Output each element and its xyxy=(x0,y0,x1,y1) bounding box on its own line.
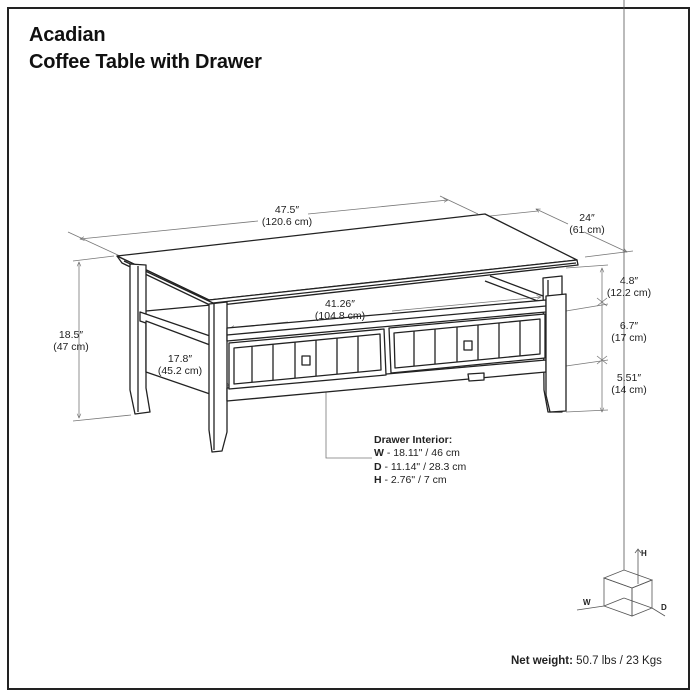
axis-label-width: W xyxy=(583,598,591,607)
drawer-width-value: - 18.11" / 46 cm xyxy=(383,447,460,460)
drawer-height-cm: (17 cm) xyxy=(611,332,647,344)
depth-cm: (61 cm) xyxy=(569,224,605,236)
width-inches: 47.5″ xyxy=(274,204,300,216)
height-cm: (47 cm) xyxy=(53,341,89,353)
side-depth-inches: 17.8″ xyxy=(167,353,193,365)
top-to-shelf-cm: (12.2 cm) xyxy=(606,287,652,299)
floor-clearance-dimension-label: 5.51″ (14 cm) xyxy=(604,372,654,396)
axis-cube-icon xyxy=(576,0,666,617)
drawer-depth-key: D xyxy=(374,460,382,473)
page-frame xyxy=(7,7,690,690)
width-cm: (120.6 cm) xyxy=(261,216,313,228)
net-weight: Net weight: 50.7 lbs / 23 Kgs xyxy=(511,655,662,667)
drawer-height-inches: 6.7″ xyxy=(619,320,639,332)
inner-width-cm: (104.8 cm) xyxy=(314,310,366,322)
height-dimension-label: 18.5″ (47 cm) xyxy=(50,329,92,353)
drawer-interior-depth: D - 11.14" / 28.3 cm xyxy=(374,461,466,474)
product-name-title: Coffee Table with Drawer xyxy=(29,51,262,73)
inner-width-inches: 41.26″ xyxy=(325,298,355,310)
drawer-interior-height: H - 2.76" / 7 cm xyxy=(374,474,466,487)
top-to-shelf-inches: 4.8″ xyxy=(619,275,639,287)
drawer-height-key: H xyxy=(374,473,382,486)
table-outline xyxy=(116,213,579,453)
axis-label-depth: D xyxy=(661,603,667,612)
drawer-interior-specs: Drawer Interior: W - 18.11" / 46 cm D - … xyxy=(374,434,466,487)
top-to-shelf-dimension-label: 4.8″ (12.2 cm) xyxy=(604,275,654,299)
side-depth-cm: (45.2 cm) xyxy=(157,365,203,377)
side-depth-dimension-label: 17.8″ (45.2 cm) xyxy=(150,353,210,377)
dimension-lines xyxy=(67,195,634,459)
drawer-interior-width: W - 18.11" / 46 cm xyxy=(374,447,466,460)
axis-label-height: H xyxy=(641,549,647,558)
product-collection-title: Acadian xyxy=(29,24,106,46)
drawer-height-value: - 2.76" / 7 cm xyxy=(381,473,447,486)
floor-clearance-inches: 5.51″ xyxy=(616,372,642,384)
drawer-width-key: W xyxy=(374,447,384,460)
drawer-depth-value: - 11.14" / 28.3 cm xyxy=(381,460,467,473)
net-weight-value: 50.7 lbs / 23 Kgs xyxy=(572,655,662,667)
depth-inches: 24″ xyxy=(579,212,595,224)
drawer-interior-heading: Drawer Interior: xyxy=(374,434,453,446)
width-dimension-label: 47.5″ (120.6 cm) xyxy=(258,204,316,228)
floor-clearance-cm: (14 cm) xyxy=(611,384,647,396)
inner-width-dimension-label: 41.26″ (104.8 cm) xyxy=(290,298,390,322)
depth-dimension-label: 24″ (61 cm) xyxy=(566,212,608,236)
height-inches: 18.5″ xyxy=(58,329,84,341)
net-weight-label: Net weight: xyxy=(511,655,573,667)
drawer-height-dimension-label: 6.7″ (17 cm) xyxy=(604,320,654,344)
